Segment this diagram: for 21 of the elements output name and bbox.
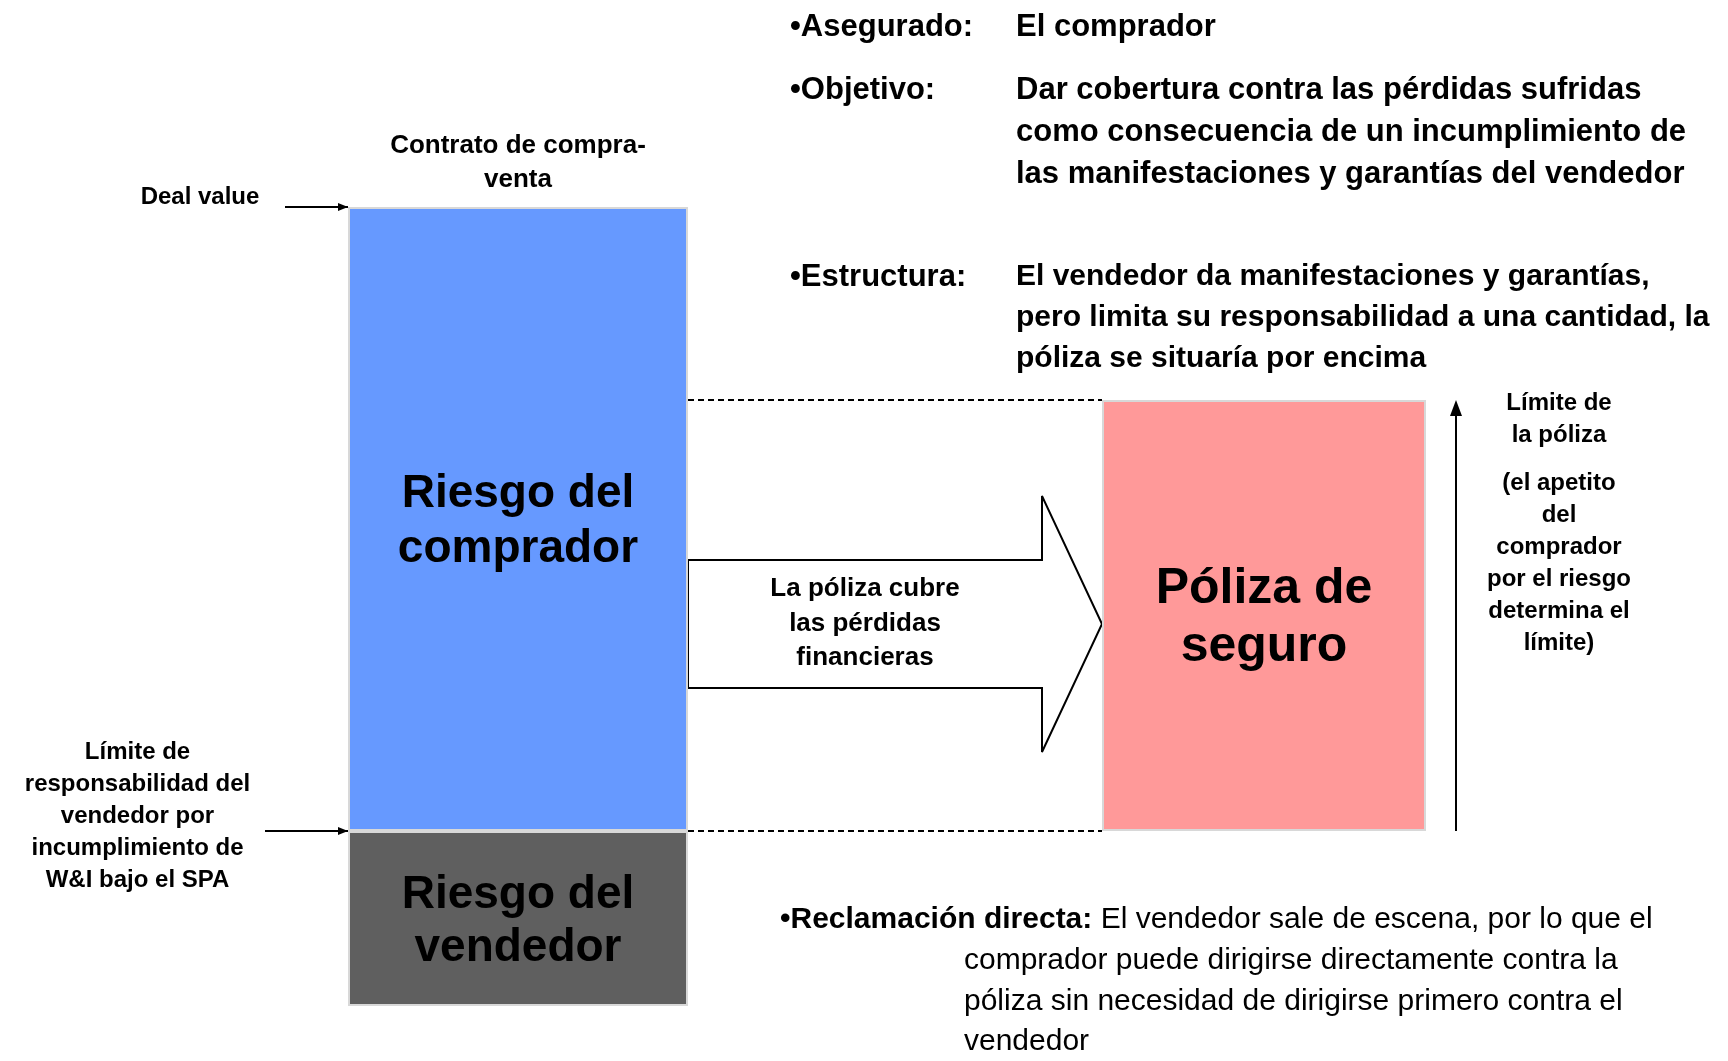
- field-value: El vendedor da manifestaciones y garantías, pero limita su responsabilidad a una cantidad, la póliza se situaría por encima: [1016, 257, 1711, 375]
- field-label: •Estructura:: [790, 257, 968, 295]
- edge-label: La póliza cubre las pérdidas financieras: [769, 571, 961, 674]
- level-label: Límite de responsabilidad del vendedor por incumplimiento de W&I bajo el SPA: [10, 735, 265, 897]
- policy-box: Póliza de seguro: [1102, 400, 1426, 831]
- axis-note: (el apetito del comprador por el riesgo determina el límite): [1485, 467, 1632, 657]
- arrow: [284, 203, 349, 211]
- axis-label: Límite de la póliza: [1505, 387, 1613, 449]
- field-label: •Asegurado:: [790, 7, 975, 45]
- risk-bar: Riesgo del comprador: [348, 207, 688, 831]
- field-label: •Objetivo:: [790, 70, 937, 108]
- risk-bar: Riesgo del vendedor: [348, 831, 688, 1006]
- note-paragraph: •Reclamación directa: El vendedor sale de escena, por lo que el comprador puede dirigirse directamente contra la póliza sin necesidad de dirigirse primero contra el vendedor: [780, 900, 1654, 1059]
- block-arrow: [687, 495, 1104, 753]
- dashed-line: [687, 830, 1103, 832]
- bar-heading: Contrato de compra-venta: [389, 128, 647, 195]
- dashed-line: [687, 399, 1103, 401]
- field-value: Dar cobertura contra las pérdidas sufridas como consecuencia de un incumplimiento de las manifestaciones y garantías del vendedor: [1016, 70, 1688, 193]
- arrow: [264, 827, 349, 835]
- field-value: El comprador: [1016, 7, 1217, 45]
- level-label: Deal value: [115, 180, 285, 212]
